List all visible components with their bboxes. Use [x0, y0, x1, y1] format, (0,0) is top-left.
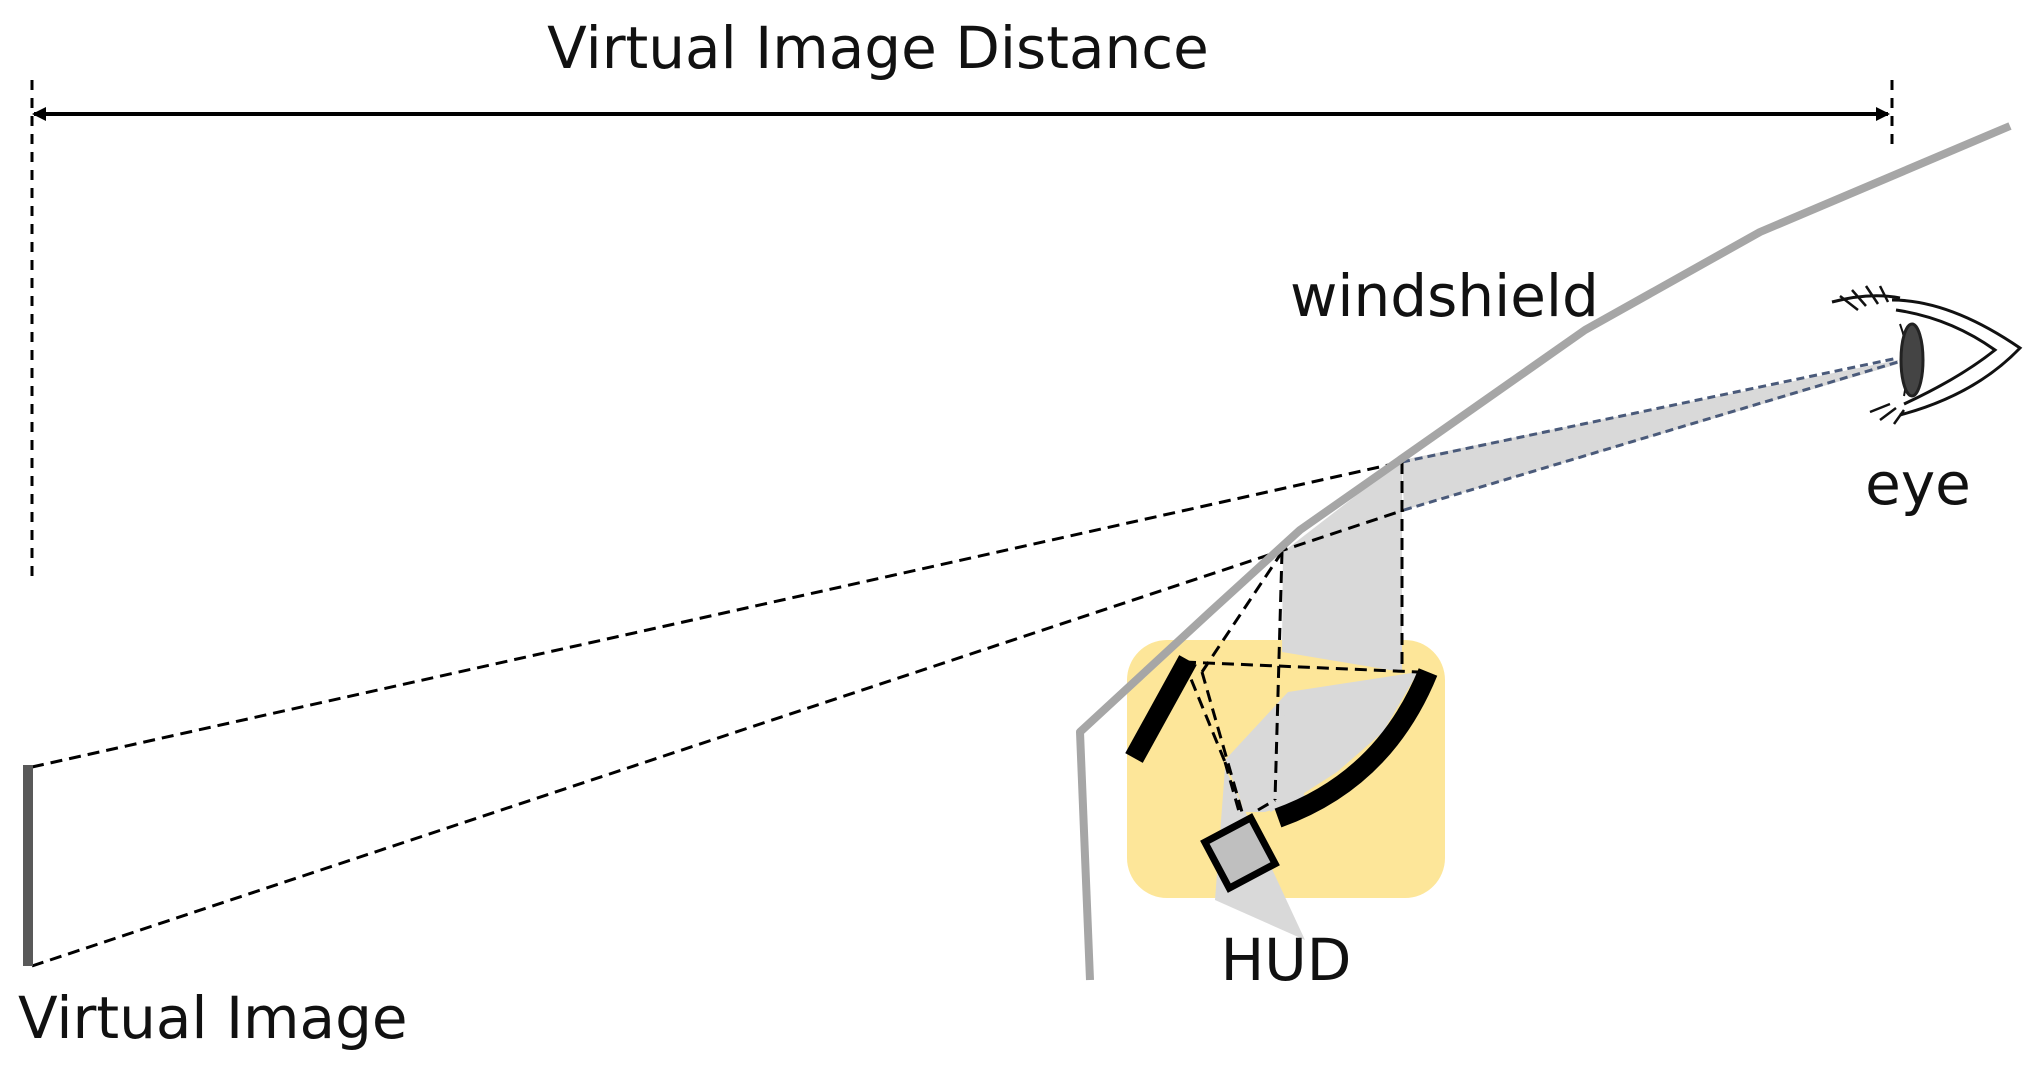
eye-beam-edges	[1401, 356, 1899, 512]
light-beam	[1215, 360, 1898, 940]
virtual-image-distance-label: Virtual Image Distance	[547, 14, 1209, 82]
display-square-icon	[1200, 813, 1280, 893]
projection-lines	[31, 460, 1419, 968]
windshield-label: windshield	[1290, 262, 1599, 330]
flat-mirror-icon	[1125, 655, 1197, 763]
virtual-image-label: Virtual Image	[18, 984, 408, 1052]
eye-icon	[1831, 285, 2023, 425]
hud-label: HUD	[1221, 926, 1352, 994]
curved-mirror-icon	[1274, 668, 1438, 828]
windshield-line	[1076, 122, 2012, 981]
eye-label: eye	[1865, 450, 1971, 518]
